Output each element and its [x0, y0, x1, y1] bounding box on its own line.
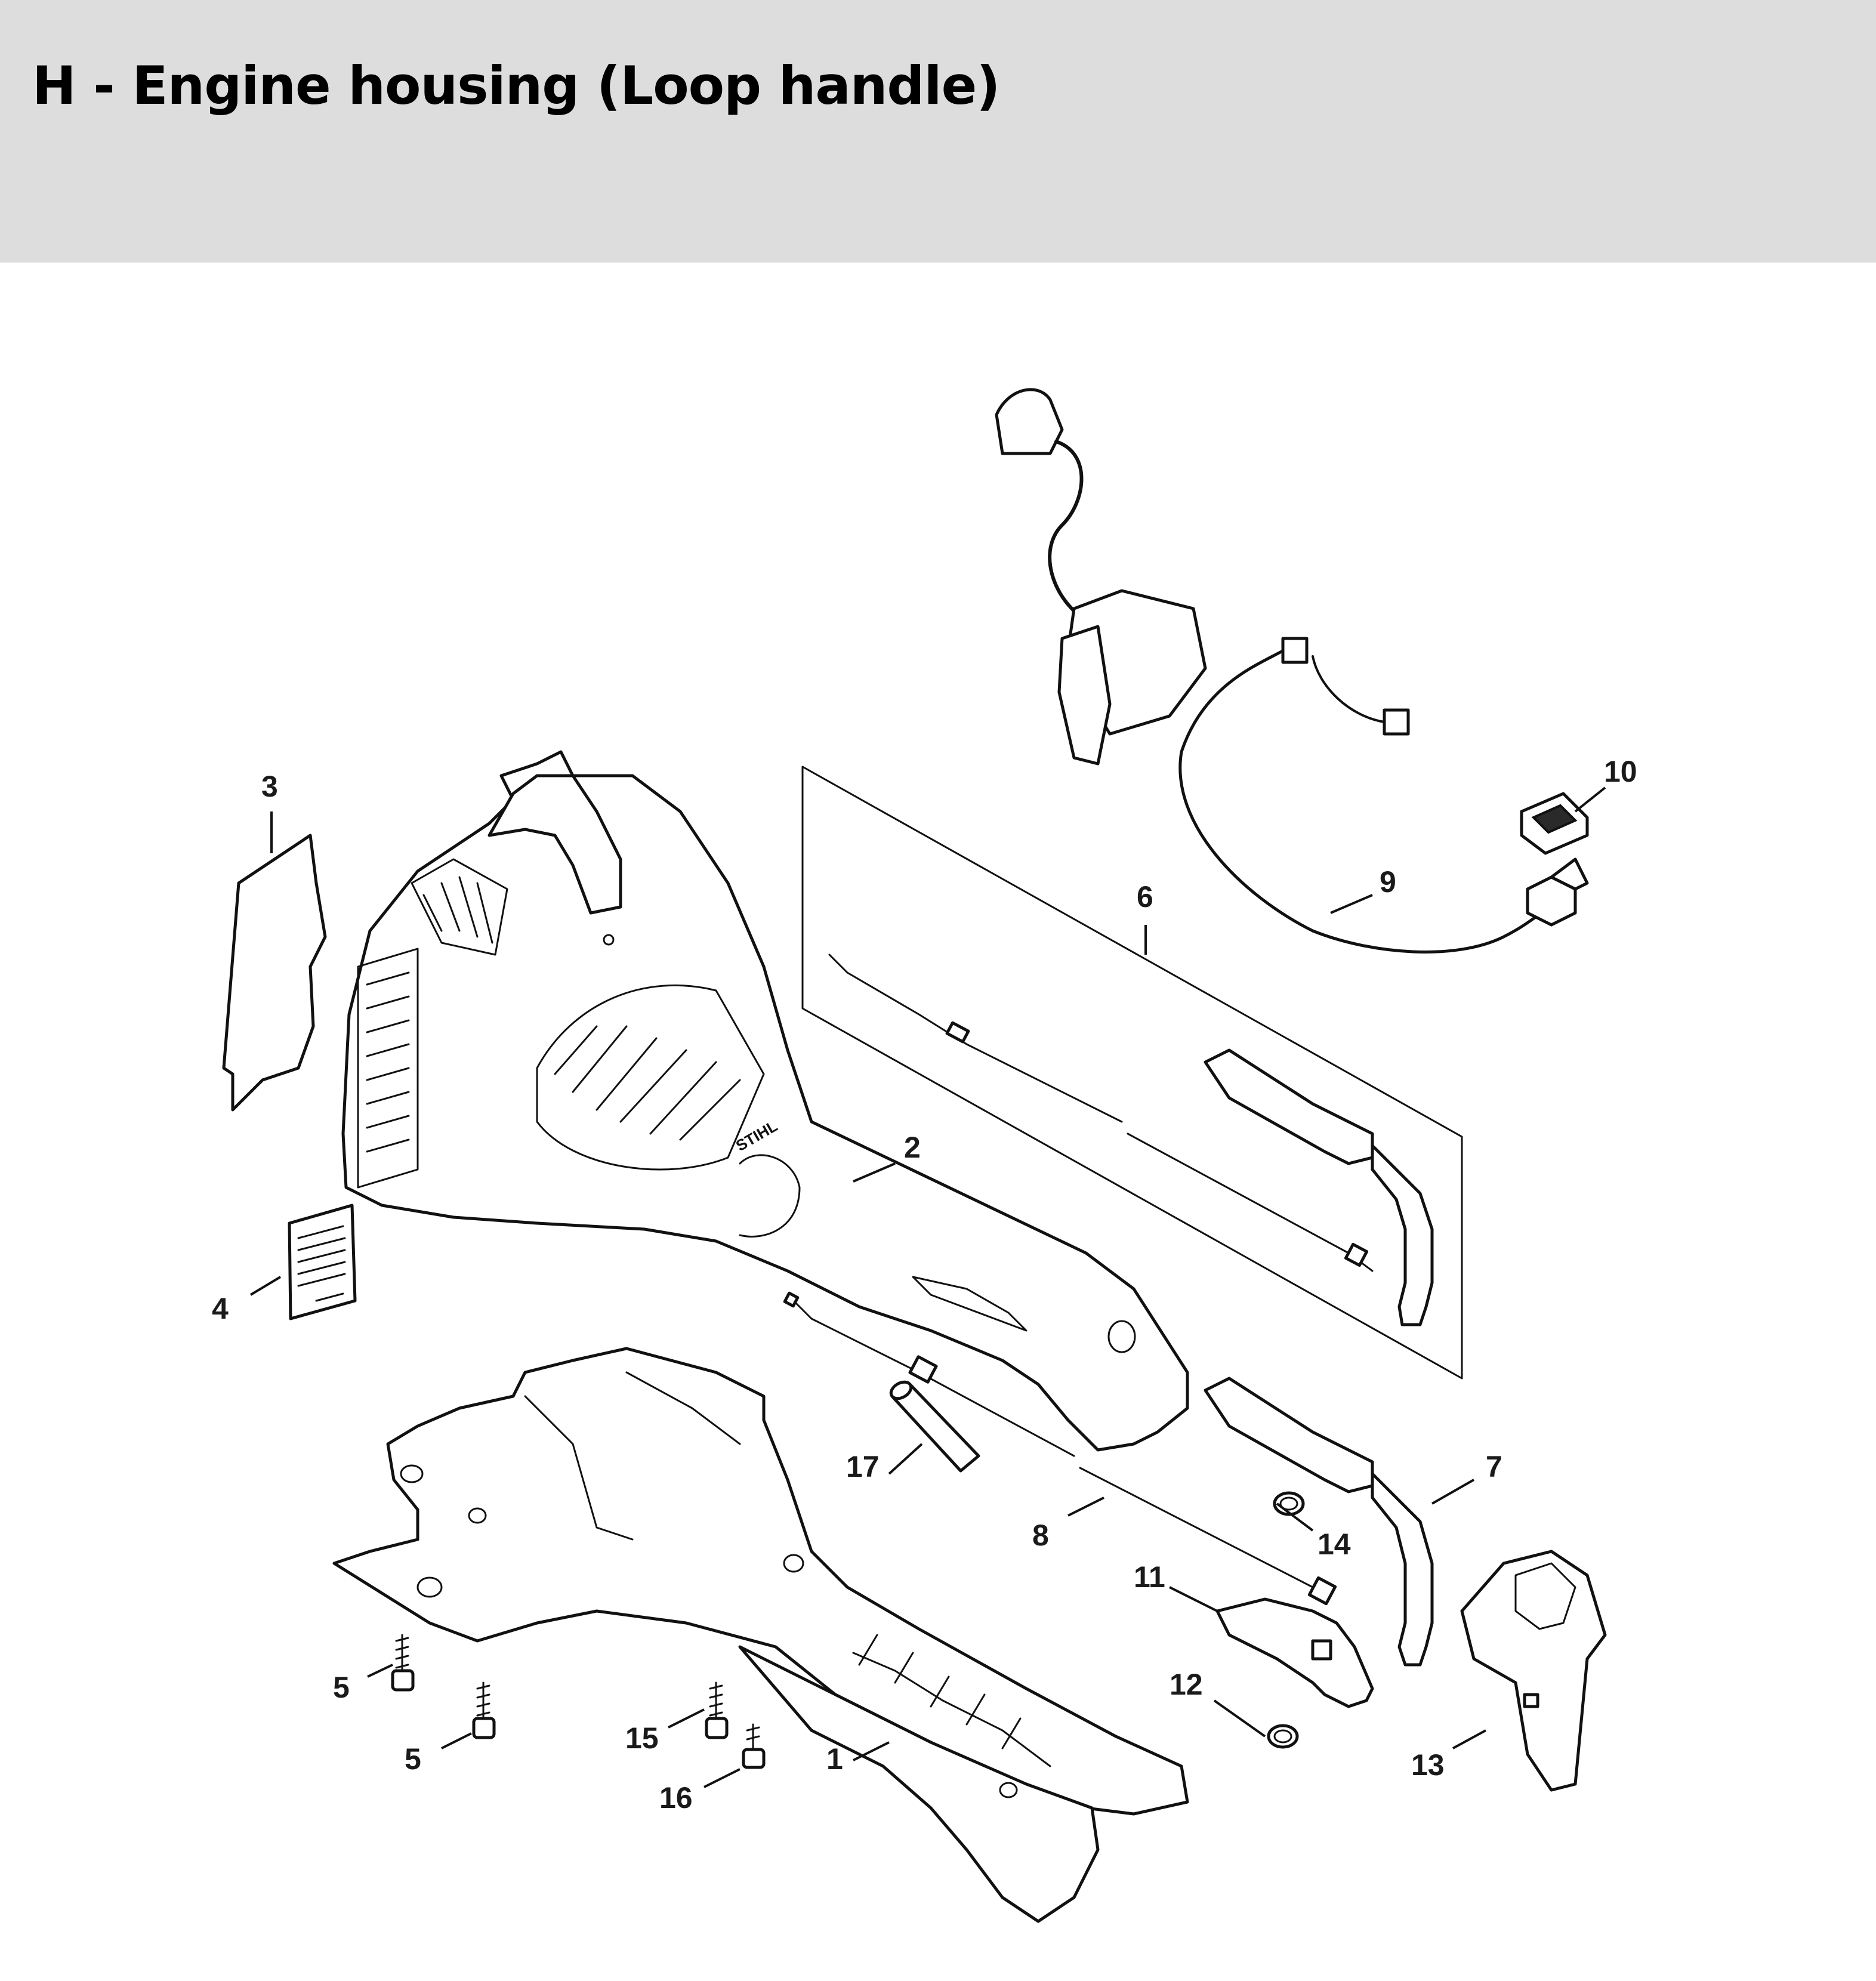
callout-9: 9 [1380, 865, 1396, 899]
callout-8: 8 [1032, 1519, 1049, 1552]
callout-labels: 3 4 2 6 9 10 7 8 17 14 11 12 13 5 5 15 1… [212, 755, 1637, 1815]
part-3-sheet [222, 834, 327, 1112]
part-12-spring [1267, 1724, 1299, 1749]
callout-11: 11 [1134, 1560, 1165, 1594]
callout-14: 14 [1317, 1528, 1351, 1561]
page-title: H - Engine housing (Loop handle) [32, 55, 1000, 116]
callout-17: 17 [846, 1450, 880, 1483]
leader-lines [249, 786, 1606, 1788]
part-16-screw [742, 1723, 766, 1769]
part-1-lower-housing [332, 1347, 1189, 1923]
part-5a-screw [391, 1634, 415, 1692]
part-17-tube [889, 1380, 980, 1473]
callout-2: 2 [904, 1131, 921, 1164]
part-14-spring [1273, 1491, 1305, 1516]
part-11-lever [1215, 1597, 1374, 1708]
part-10-switch [1520, 792, 1589, 855]
part-2-engine-housing: STIHL [341, 750, 1189, 1452]
callout-6: 6 [1137, 880, 1153, 914]
part-4-label [288, 1204, 357, 1320]
callout-1: 1 [826, 1742, 843, 1776]
callout-16: 16 [659, 1781, 693, 1815]
part-7-trigger [1204, 1377, 1434, 1667]
callout-12: 12 [1170, 1668, 1203, 1701]
callout-15: 15 [625, 1721, 659, 1755]
part-5b-screw [472, 1681, 496, 1739]
ignition-module [995, 388, 1207, 766]
callout-5b: 5 [405, 1742, 421, 1776]
part-6-kit-frame [801, 766, 1463, 1380]
page-header: H - Engine housing (Loop handle) [0, 0, 1876, 263]
callout-10: 10 [1604, 755, 1637, 788]
part-13-cover [1460, 1550, 1607, 1792]
callout-7: 7 [1486, 1450, 1502, 1483]
callout-3: 3 [261, 770, 278, 803]
callout-13: 13 [1411, 1748, 1445, 1782]
callout-4: 4 [212, 1292, 229, 1325]
part-8-cable [783, 1291, 1337, 1606]
part-9-wire [1178, 637, 1589, 954]
part-15-screw [705, 1681, 729, 1739]
callout-5a: 5 [333, 1671, 350, 1704]
